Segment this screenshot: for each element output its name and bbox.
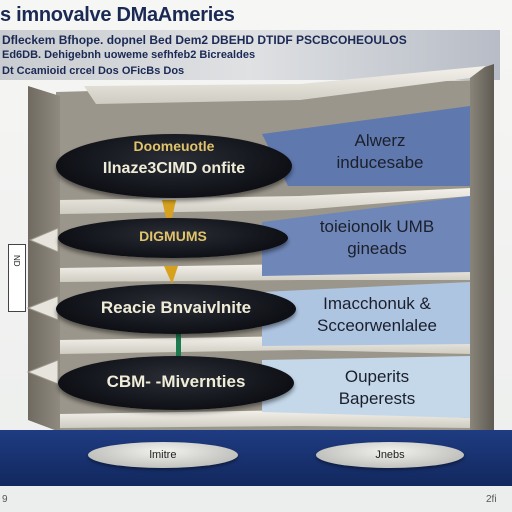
arrow-step1-step2 [162, 200, 176, 218]
arrow-step2-step3 [164, 266, 178, 284]
footer-left-note: 9 [2, 494, 8, 505]
step-1-pill: Doomeuotle Ilnaze3CIMD onfite [56, 134, 292, 198]
panel-3: Imacchonuk & Scceorwenlalee [292, 288, 462, 342]
step-4-pill: CBM- -Mivernties [58, 356, 294, 410]
shelf-1 [60, 188, 470, 214]
side-label-box: ND [8, 244, 26, 312]
panel-4-line-2: Baperests [338, 389, 416, 408]
step-1-line-2: Ilnaze3CIMD onfite [102, 160, 246, 177]
panel-4-line-1: Ouperits [344, 367, 410, 386]
base-right: Jnebs [316, 442, 464, 468]
step-2-pill: DIGMUMS [58, 218, 288, 258]
panel-1: Alwerz inducesabe [300, 122, 460, 182]
diagram-title: s imnovalve DMaAmeries [0, 4, 235, 26]
pointer-arrow-2 [26, 295, 59, 321]
pointer-arrow-3 [26, 359, 59, 385]
panel-3-line-1: Imacchonuk & [323, 294, 431, 313]
panel-3-line-2: Scceorwenlalee [316, 316, 437, 335]
footer-right-note: 2fi [486, 494, 497, 505]
pointer-arrow-1 [28, 227, 59, 253]
step-3-label: Reacie Bnvaivlnite [100, 298, 252, 317]
step-4-label: CBM- -Mivernties [106, 372, 246, 391]
panel-2-line-1: toieionolk UMB [319, 217, 435, 236]
panel-4-shape [262, 356, 470, 418]
subtitle-band [0, 30, 500, 80]
panel-2-shape [262, 196, 470, 276]
panel-1-shape [262, 106, 470, 186]
panel-2-line-2: gineads [347, 239, 407, 258]
step-3-pill: Reacie Bnvaivlnite [56, 284, 296, 334]
left-wall [28, 86, 60, 432]
panel-4: Ouperits Baperests [292, 362, 462, 414]
panel-2: toieionolk UMB gineads [292, 210, 462, 266]
step-1-line-1: Doomeuotle [133, 138, 215, 154]
roof-panel [84, 66, 486, 104]
subtitle-line-2: Ed6DB. Dehigebnh uoweme sefhfeb2 Bicreal… [2, 49, 256, 61]
panel-1-line-2: inducesabe [336, 153, 424, 172]
subtitle-line-3: Dt Ccamioid crcel Dos OFicBs Dos [2, 65, 185, 77]
arrow-step3-step4 [176, 332, 181, 358]
step-2-label: DIGMUMS [139, 228, 207, 244]
subtitle-line-1: Dfleckem Bfhope. dopnel Bed Dem2 DBEHD D… [2, 33, 407, 47]
right-wall [470, 64, 494, 446]
side-label: ND [12, 255, 21, 267]
base-left: lmitre [88, 442, 238, 468]
panel-3-shape [262, 282, 470, 346]
panel-1-line-1: Alwerz [354, 131, 406, 150]
